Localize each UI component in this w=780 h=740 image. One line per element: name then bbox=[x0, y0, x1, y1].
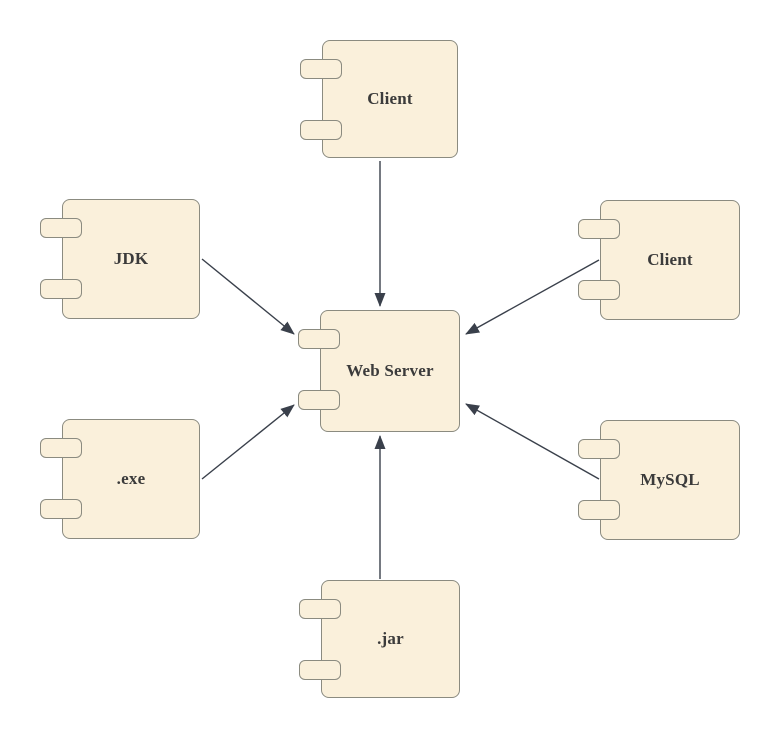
component-jar[interactable]: .jar bbox=[299, 580, 460, 698]
component-label: Client bbox=[367, 89, 413, 108]
component-tab-icon bbox=[578, 280, 620, 300]
component-tab-icon bbox=[40, 438, 82, 458]
component-tab-icon bbox=[40, 499, 82, 519]
component-tab-icon bbox=[298, 329, 340, 349]
component-label: .jar bbox=[377, 629, 404, 648]
component-label: Client bbox=[647, 250, 693, 269]
component-tab-icon bbox=[300, 59, 342, 79]
component-mysql[interactable]: MySQL bbox=[578, 420, 740, 540]
component-tab-icon bbox=[578, 439, 620, 459]
component-web-server[interactable]: Web Server bbox=[298, 310, 460, 432]
component-tab-icon bbox=[40, 279, 82, 299]
arrow-exe-to-web-server bbox=[201, 404, 295, 480]
component-exe[interactable]: .exe bbox=[40, 419, 200, 539]
component-label: .exe bbox=[116, 469, 146, 488]
component-tab-icon bbox=[298, 390, 340, 410]
arrow-jdk-to-web-server bbox=[201, 258, 295, 335]
component-tab-icon bbox=[299, 599, 341, 619]
component-label: JDK bbox=[113, 249, 149, 268]
component-client-top[interactable]: Client bbox=[300, 40, 458, 158]
component-client-right[interactable]: Client bbox=[578, 200, 740, 320]
component-jdk[interactable]: JDK bbox=[40, 199, 200, 319]
component-tab-icon bbox=[578, 219, 620, 239]
component-tab-icon bbox=[299, 660, 341, 680]
component-tab-icon bbox=[300, 120, 342, 140]
component-label: MySQL bbox=[640, 470, 700, 489]
component-tab-icon bbox=[578, 500, 620, 520]
component-label: Web Server bbox=[346, 361, 434, 380]
component-tab-icon bbox=[40, 218, 82, 238]
